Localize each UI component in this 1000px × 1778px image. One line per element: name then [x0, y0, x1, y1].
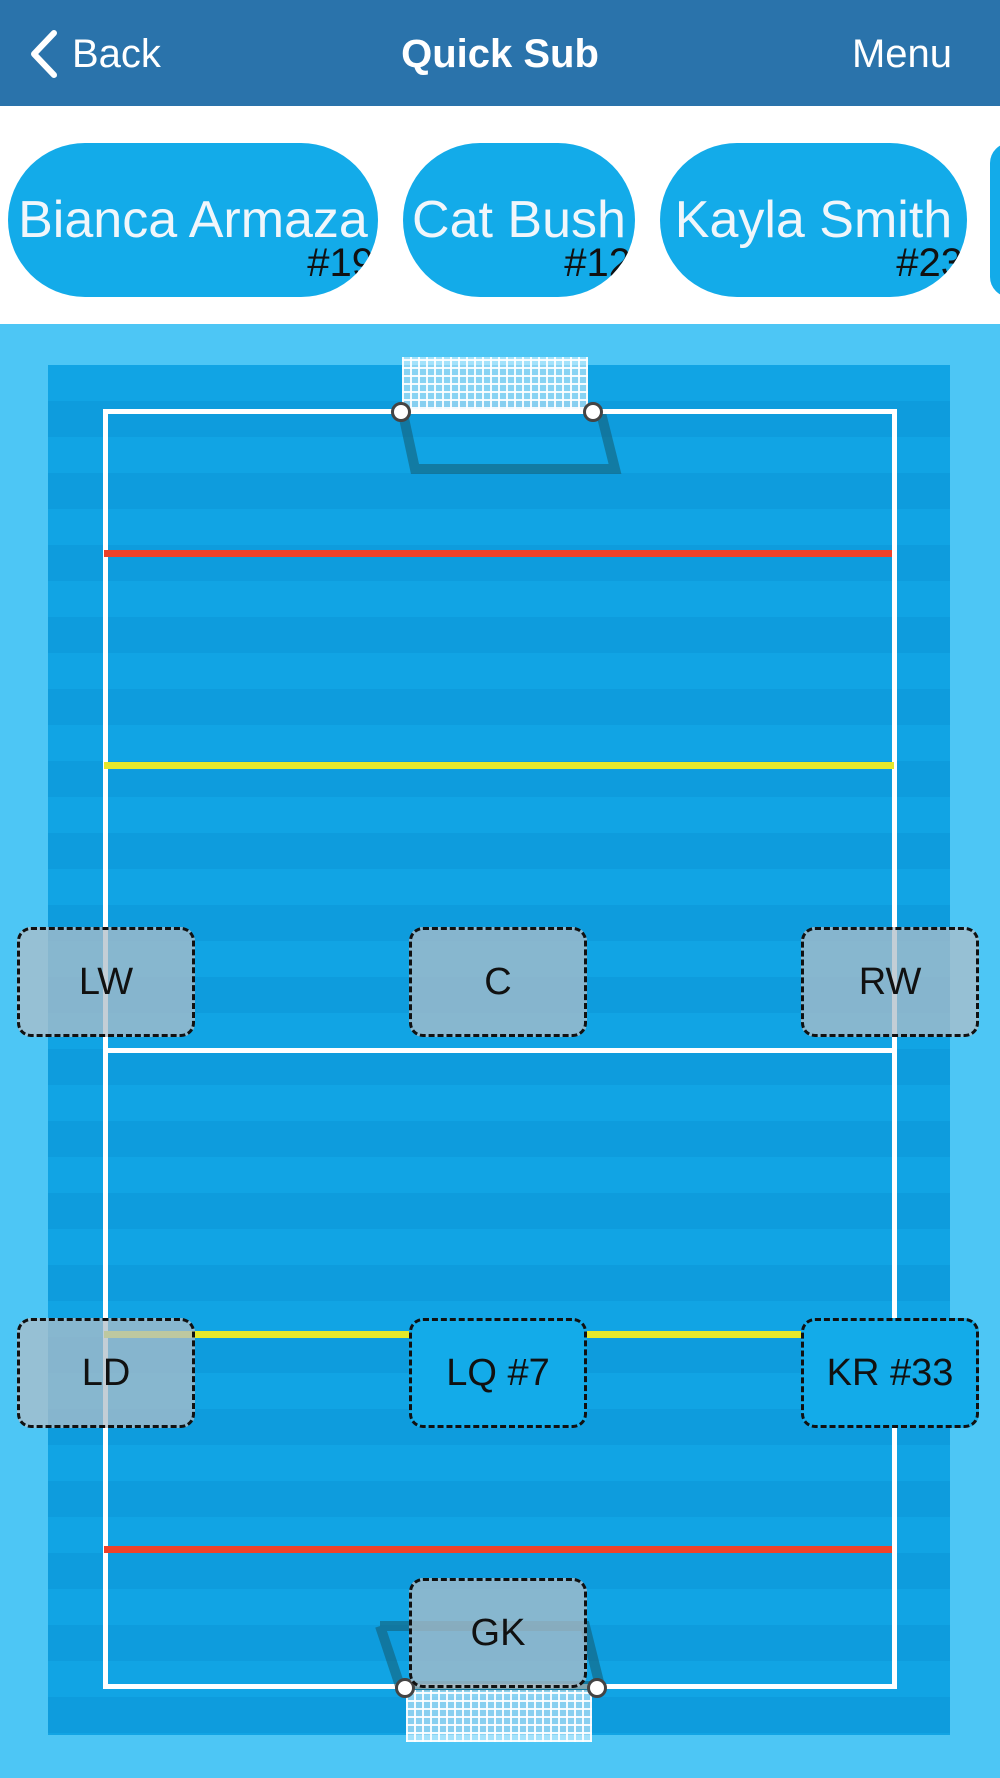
chevron-left-icon — [31, 30, 57, 78]
goal-post — [391, 402, 411, 422]
position-ld[interactable]: LD — [17, 1318, 195, 1428]
position-gk[interactable]: GK — [409, 1578, 587, 1688]
back-button[interactable]: Back — [28, 26, 161, 82]
bottom-two-meter-line — [104, 1546, 892, 1553]
position-lq[interactable]: LQ #7 — [409, 1318, 587, 1428]
position-rw[interactable]: RW — [801, 927, 979, 1037]
top-goal-net — [402, 357, 588, 409]
top-goal-shadow — [397, 409, 622, 474]
player-number: #19 — [307, 241, 374, 285]
bench-player-chip-partial[interactable] — [990, 143, 1000, 297]
field-top-line — [103, 409, 897, 414]
goal-post — [395, 1678, 415, 1698]
bench-player-chip[interactable]: Bianca Armaza #19 — [8, 143, 378, 297]
goal-post — [583, 402, 603, 422]
back-label: Back — [72, 31, 161, 76]
pool-field: LW C RW LD LQ #7 KR #33 GK — [0, 324, 1000, 1778]
player-name: Cat Bush — [412, 191, 626, 249]
goal-post — [587, 1678, 607, 1698]
top-five-meter-line — [104, 762, 894, 769]
position-kr[interactable]: KR #33 — [801, 1318, 979, 1428]
menu-button[interactable]: Menu — [851, 32, 952, 76]
top-two-meter-line — [104, 550, 892, 557]
bench-strip[interactable]: Bianca Armaza #19 Cat Bush #12 Kayla Smi… — [0, 106, 1000, 324]
player-number: #12 — [564, 241, 631, 285]
nav-bar: Back Quick Sub Menu — [0, 0, 1000, 106]
half-court-line — [103, 1048, 897, 1053]
player-name: Kayla Smith — [674, 191, 953, 249]
player-name: Bianca Armaza — [18, 191, 368, 249]
player-number: #23 — [896, 241, 963, 285]
position-lw[interactable]: LW — [17, 927, 195, 1037]
bench-player-chip[interactable]: Cat Bush #12 — [403, 143, 635, 297]
position-c[interactable]: C — [409, 927, 587, 1037]
bench-player-chip[interactable]: Kayla Smith #23 — [660, 143, 967, 297]
bottom-goal-net — [406, 1690, 592, 1742]
